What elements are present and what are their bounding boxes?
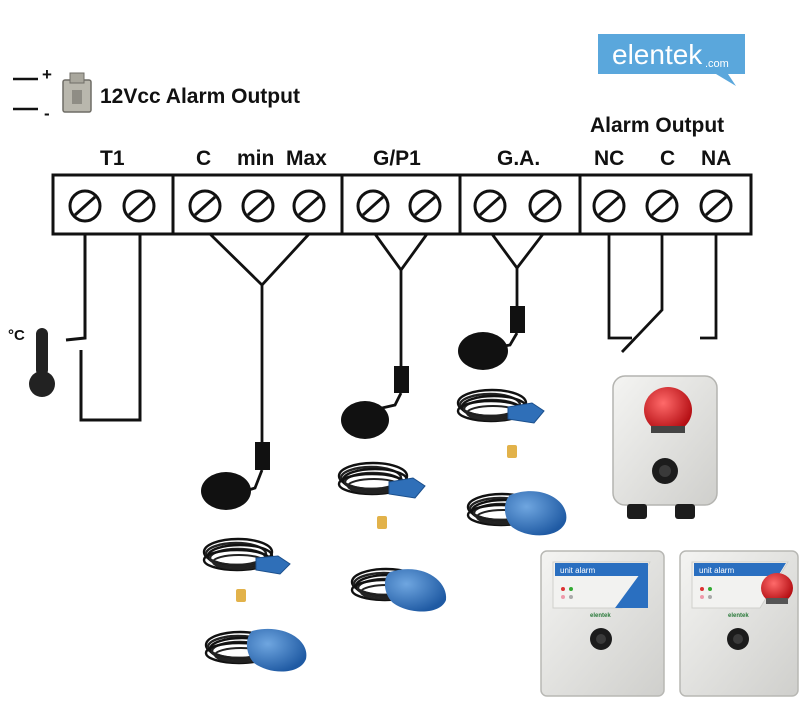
counterweight-3 (507, 445, 517, 458)
terminal-label-na: NA (701, 147, 731, 170)
control-panel-2: unit alarm elentek (679, 550, 799, 697)
terminal-label-t1: T1 (100, 147, 125, 170)
counterweight-2 (377, 516, 387, 529)
screw-gab-icon[interactable] (528, 189, 562, 223)
screw-t1a-icon[interactable] (68, 189, 102, 223)
terminal-block (51, 173, 753, 236)
thermostat-circuit (65, 234, 142, 422)
power-legend: + - 12Vcc Alarm Output (13, 65, 300, 123)
terminal-label-c-alarm: C (660, 147, 675, 170)
gp1-wiring (373, 233, 429, 410)
alarm-beacon-unit (612, 375, 718, 519)
logo-suffix: .com (705, 58, 729, 70)
float-switch-cable-coil-2 (337, 461, 426, 499)
panel-2-brand: elentek (728, 613, 749, 619)
panel-2-red-light (761, 573, 793, 603)
terminal-label-max: Max (286, 147, 327, 170)
screw-gp1b-icon[interactable] (408, 189, 442, 223)
control-panel-1: unit alarm elentek (540, 550, 665, 697)
float-symbol-ga (458, 332, 508, 370)
screw-gp1a-icon[interactable] (356, 189, 390, 223)
screw-c-icon[interactable] (188, 189, 222, 223)
minus-sign: - (44, 104, 50, 123)
counterweight-1 (236, 589, 246, 602)
terminal-label-nc: NC (594, 147, 624, 170)
alarm-relay-wiring (607, 234, 718, 353)
panel-1-brand: elentek (590, 613, 611, 619)
float-symbol-level (201, 472, 251, 510)
plus-sign: + (42, 65, 52, 84)
thermo-unit-label: °C (8, 327, 25, 344)
float-switch-ball-3 (466, 491, 567, 536)
terminal-label-c: C (196, 147, 211, 170)
float-switch-cable-coil-1 (202, 537, 291, 575)
cable-clamp-ga (510, 306, 525, 333)
screw-t1b-icon[interactable] (122, 189, 156, 223)
cable-clamp-gp1 (394, 366, 409, 393)
connector-tab-icon (62, 72, 92, 113)
panel-1-title: unit alarm (560, 566, 595, 575)
screw-na-icon[interactable] (699, 189, 733, 223)
panel-2-title: unit alarm (699, 566, 734, 575)
screw-max-icon[interactable] (292, 189, 326, 223)
float-symbol-gp1 (341, 401, 389, 439)
alarm-output-title: Alarm Output (590, 114, 724, 137)
float-switch-ball-2 (350, 567, 447, 612)
elentek-logo[interactable]: elentek .com (598, 34, 745, 86)
terminal-label-ga: G.A. (497, 147, 540, 170)
cable-clamp-level (255, 442, 270, 470)
float-switch-cable-coil-3 (456, 388, 545, 424)
screw-nc-icon[interactable] (592, 189, 626, 223)
logo-text: elentek (612, 39, 703, 70)
float-switch-ball-1 (204, 628, 307, 672)
terminal-label-min: min (237, 147, 274, 170)
screw-c-alarm-icon[interactable] (645, 189, 679, 223)
alarm-output-12v-label: 12Vcc Alarm Output (100, 85, 300, 108)
screw-min-icon[interactable] (241, 189, 275, 223)
screw-gaa-icon[interactable] (473, 189, 507, 223)
red-beacon-light (644, 387, 692, 433)
terminal-label-gp1: G/P1 (373, 147, 421, 170)
thermometer-icon (29, 328, 55, 397)
